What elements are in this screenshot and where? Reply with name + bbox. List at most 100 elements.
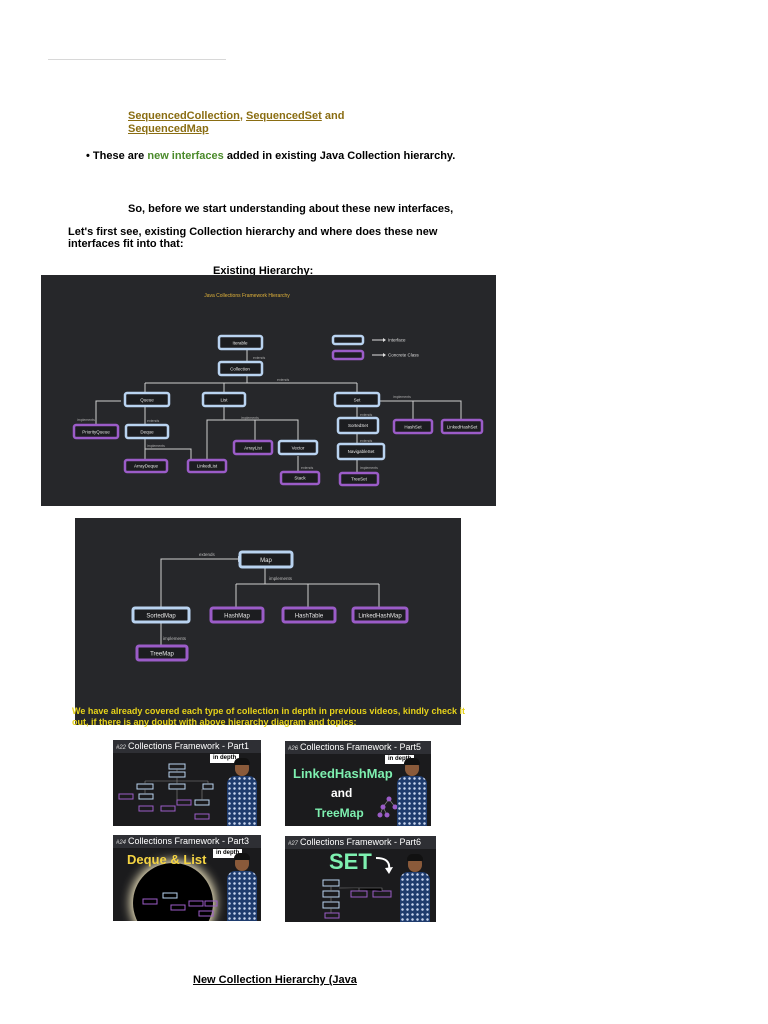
presenter-image <box>395 758 429 826</box>
node-sortedmap <box>131 606 191 624</box>
legend-interface-box <box>331 334 365 346</box>
video-title: Collections Framework - Part1 <box>128 741 250 751</box>
edge-label-implements: implements <box>241 416 259 420</box>
bullet-text-after: added in existing Java Collection hierar… <box>226 150 456 162</box>
label-list: List <box>220 398 228 403</box>
in-depth-badge: in depth <box>213 849 243 858</box>
label-map: Map <box>260 558 272 564</box>
label-sortedset: SortedSet <box>348 423 369 428</box>
node-linkedlist <box>186 458 228 474</box>
node-priorityqueue <box>72 423 120 440</box>
node-treeset <box>338 471 380 487</box>
edge-label-extends: extends <box>147 419 160 423</box>
video-title: Collections Framework - Part6 <box>300 837 422 847</box>
video-number: #24 <box>116 840 127 846</box>
node-stack <box>279 470 321 486</box>
and-separator: and <box>324 110 345 122</box>
edge-label-implements: implements <box>393 395 411 399</box>
legend-interface-label: Interface <box>388 338 406 343</box>
edge-label-extends: extends <box>301 466 314 470</box>
node-set <box>333 391 381 408</box>
video-number: #26 <box>288 746 299 752</box>
thumbnail-headline-1: LinkedHashMap <box>293 766 393 781</box>
node-deque <box>124 423 170 440</box>
bullet-point: • These are new interfaces added in exis… <box>86 150 455 162</box>
edge-label-implements: implements <box>163 636 187 641</box>
bullet-highlight: new interfaces <box>147 150 224 162</box>
label-sortedmap: SortedMap <box>146 614 176 620</box>
presenter-image <box>398 854 432 922</box>
mini-hierarchy-diagram <box>322 879 392 919</box>
comma-separator: , <box>239 110 243 122</box>
edge-label-implements: implements <box>147 444 165 448</box>
link-sequenced-set[interactable]: SequencedSet <box>245 110 322 122</box>
node-arraydeque <box>123 458 169 474</box>
label-iterable: Iterable <box>232 341 248 346</box>
bullet-text-before: These are <box>92 150 145 162</box>
label-hashset: HashSet <box>404 425 422 430</box>
presenter-image <box>225 758 259 826</box>
label-treeset: TreeSet <box>351 477 368 482</box>
edge-label-extends: extends <box>277 378 290 382</box>
node-iterable <box>217 334 264 351</box>
diagram-title: Java Collections Framework Hierarchy <box>204 293 290 299</box>
node-queue <box>123 391 171 408</box>
bullet-marker: • <box>86 150 90 162</box>
heading-existing-hierarchy: Existing Hierarchy: <box>213 265 314 277</box>
node-map <box>238 550 294 569</box>
node-hashset <box>392 418 434 435</box>
link-sequenced-map[interactable]: SequencedMap <box>128 123 209 135</box>
map-hierarchy-svg: extends implements implements Map Sorted… <box>131 550 409 662</box>
node-sortedset <box>336 416 380 435</box>
node-hashmap <box>209 606 265 624</box>
node-list <box>201 391 247 408</box>
label-collection: Collection <box>230 367 250 372</box>
label-arraydeque: ArrayDeque <box>134 464 159 469</box>
edge-label-extends: extends <box>360 439 373 443</box>
link-sequenced-collection[interactable]: SequencedCollection <box>128 110 240 122</box>
label-deque: Deque <box>140 430 154 435</box>
arrow-icon <box>375 857 393 874</box>
node-arraylist <box>232 439 274 456</box>
video-title: Collections Framework - Part5 <box>300 742 422 752</box>
label-stack: Stack <box>294 476 306 481</box>
edge-label-implements: implements <box>77 418 95 422</box>
label-vector: Vector <box>292 446 305 451</box>
in-depth-badge: in depth <box>385 755 415 764</box>
edge-label-implements: implements <box>360 466 378 470</box>
label-linkedhashset: LinkedHashSet <box>447 425 478 430</box>
edge-label-implements: implements <box>269 576 293 581</box>
mini-hierarchy-diagram <box>142 892 218 917</box>
interface-links: SequencedCollection, SequencedSet and Se… <box>128 110 344 136</box>
edge-label-extends: extends <box>360 413 373 417</box>
node-collection <box>217 360 264 377</box>
label-linkedlist: LinkedList <box>197 464 218 469</box>
map-hierarchy-diagram: extends implements implements Map Sorted… <box>75 518 461 725</box>
paragraph-intro: So, before we start understanding about … <box>128 203 454 215</box>
heading-new-hierarchy: New Collection Hierarchy (Java <box>193 974 357 986</box>
edge-label-extends: extends <box>253 356 266 360</box>
node-linkedhashset <box>440 418 484 435</box>
edge-label-extends: extends <box>199 552 216 557</box>
label-linkedhashmap: LinkedHashMap <box>358 614 402 620</box>
thumbnail-headline: Deque & List <box>127 852 207 867</box>
presenter-image <box>225 853 259 921</box>
label-queue: Queue <box>140 398 154 403</box>
tree-graphic <box>377 796 398 818</box>
node-linkedhashmap <box>351 606 409 624</box>
thumbnail-headline: SET <box>329 849 372 874</box>
label-priorityqueue: PriorityQueue <box>82 430 110 435</box>
video-title: Collections Framework - Part3 <box>128 836 250 846</box>
video-number: #22 <box>116 745 127 751</box>
legend-class-label: Concrete Class <box>388 353 420 358</box>
node-hashtable <box>281 606 337 624</box>
note-previous-videos: We have already covered each type of col… <box>72 706 465 727</box>
label-set: Set <box>354 398 362 403</box>
